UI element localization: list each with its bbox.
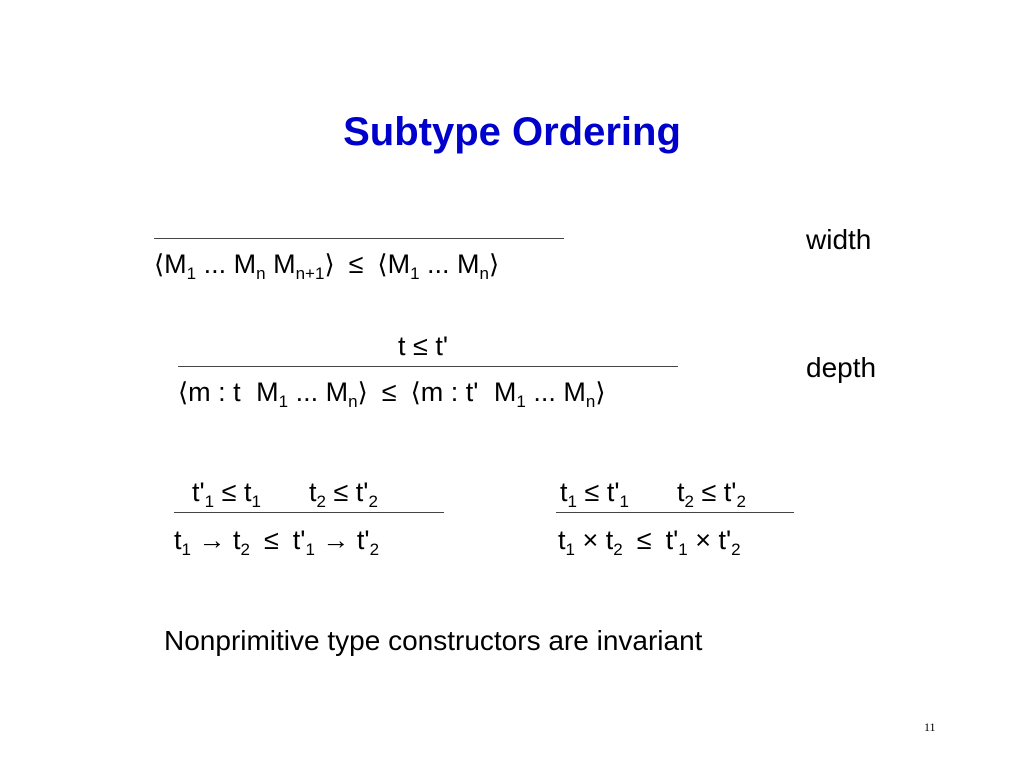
invariance-note: Nonprimitive type constructors are invar… xyxy=(164,625,703,656)
width-rule-conclusion: ⟨M1 ... Mn Mn+1⟩≤⟨M1 ... Mn⟩ xyxy=(154,249,500,283)
depth-rule-bar xyxy=(178,366,678,367)
depth-rule-conclusion: ⟨m : t M1 ... Mn⟩≤⟨m : t' M1 ... Mn⟩ xyxy=(178,377,606,411)
depth-rule-premise: t ≤ t' xyxy=(398,331,449,361)
width-rule-bar xyxy=(154,238,564,239)
arrow-rule-conclusion: t1 → t2≤t'1 → t'2 xyxy=(174,525,380,559)
depth-rule-label: depth xyxy=(806,352,877,383)
product-rule-conclusion: t1 × t2≤t'1 × t'2 xyxy=(558,525,741,559)
arrow-rule-bar xyxy=(174,512,444,513)
width-rule-label: width xyxy=(806,224,872,255)
product-rule-bar xyxy=(556,512,794,513)
page-number: 11 xyxy=(924,720,936,734)
slide-title: Subtype Ordering xyxy=(343,110,681,154)
